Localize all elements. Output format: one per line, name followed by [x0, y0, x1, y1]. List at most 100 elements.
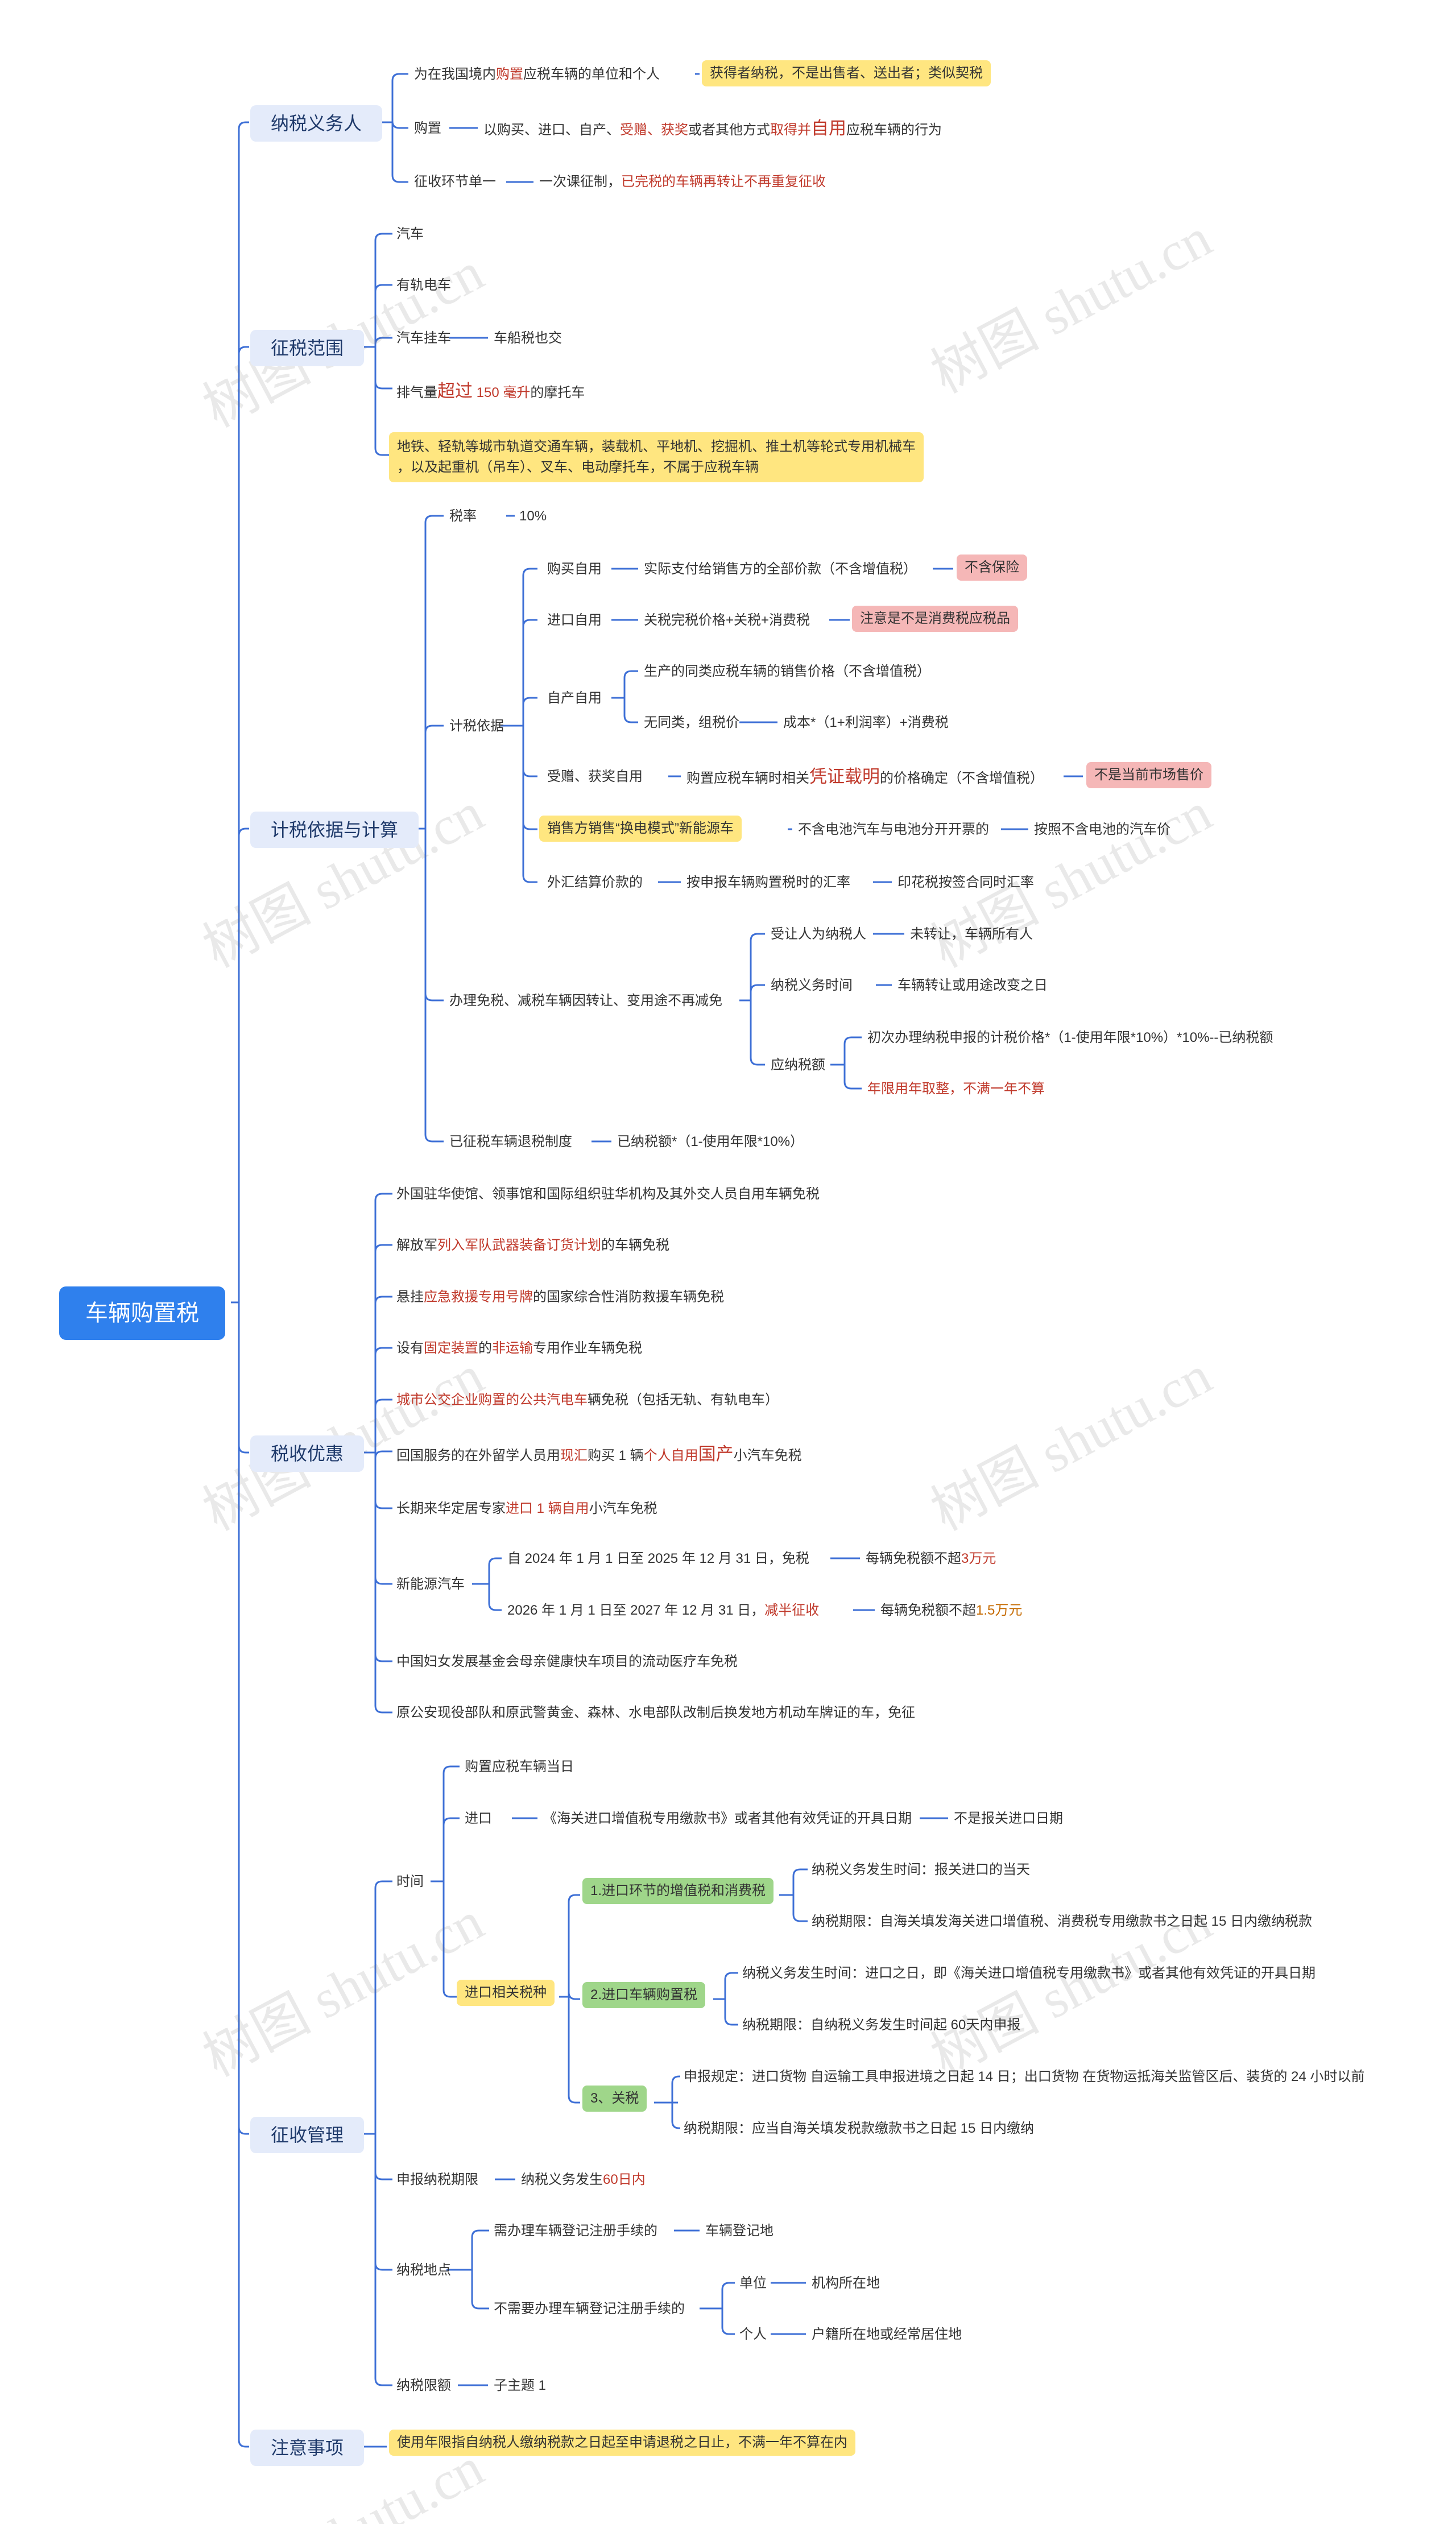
branch-notes[interactable]: 注意事项 [250, 2430, 365, 2466]
reduce-amount-note[interactable]: 年限用年取整，不满一年不算 [867, 1081, 1045, 1098]
single-collection[interactable]: 征收环节单一 [414, 173, 496, 191]
basis-gift[interactable]: 受赠、获奖自用 [547, 768, 643, 785]
basis-buy-note[interactable]: 不含保险 [957, 555, 1027, 581]
basis-ev-result[interactable]: 按照不含电池的汽车价 [1034, 821, 1170, 838]
place-unit[interactable]: 单位 [739, 2275, 767, 2292]
reduce-amount-formula[interactable]: 初次办理纳税申报的计税价格*（1-使用年限*10%）*10%--已纳税额 [867, 1029, 1273, 1046]
pref-nev-2024[interactable]: 自 2024 年 1 月 1 日至 2025 年 12 月 31 日，免税 [507, 1550, 809, 1567]
branch-administration[interactable]: 征收管理 [250, 2117, 365, 2153]
taxpayer-purchase[interactable]: 购置 [414, 120, 441, 137]
scope-motorcycle[interactable]: 排气量超过 150 毫升的摩托车 [396, 380, 585, 403]
pref-nev-2026[interactable]: 2026 年 1 月 1 日至 2027 年 12 月 31 日，减半征收 [507, 1602, 819, 1619]
node-text: 10% [519, 508, 547, 524]
import-duty-rule[interactable]: 申报规定：进口货物 自运输工具申报进境之日起 14 日；出口货物 在货物运抵海关… [684, 2068, 1364, 2086]
admin-time[interactable]: 时间 [396, 1873, 424, 1890]
taxpayer-definition[interactable]: 为在我国境内购置应税车辆的单位和个人 [414, 66, 660, 83]
basis-self-same[interactable]: 生产的同类应税车辆的销售价格（不含增值税） [644, 663, 930, 680]
import-vpt[interactable]: 2.进口车辆购置税 [582, 1982, 706, 2008]
import-vpt-time[interactable]: 纳税义务发生时间：进口之日，即《海关进口增值税专用缴款书》或者其他有效凭证的开具… [742, 1965, 1316, 1982]
reduce-taxpayer-value[interactable]: 未转让，车辆所有人 [910, 926, 1033, 943]
pref-nev-2024-cap[interactable]: 每辆免税额不超3万元 [866, 1550, 996, 1567]
notes-usage-years[interactable]: 使用年限指自纳税人缴纳税款之日起至申请退税之日止，不满一年不算在内 [389, 2430, 855, 2456]
pref-students[interactable]: 回国服务的在外留学人员用现汇购买 1 辆个人自用国产小汽车免税 [396, 1443, 802, 1466]
calc-refund-value[interactable]: 已纳税额*（1-使用年限*10%） [617, 1133, 804, 1151]
pref-embassy[interactable]: 外国驻华使馆、领事馆和国际组织驻华机构及其外交人员自用车辆免税 [396, 1186, 820, 1203]
purchase-definition[interactable]: 以购买、进口、自产、受赠、获奖或者其他方式取得并自用应税车辆的行为 [483, 118, 942, 140]
basis-import-desc[interactable]: 关税完税价格+关税+消费税 [644, 612, 810, 629]
basis-import-note[interactable]: 注意是不是消费税应税品 [852, 606, 1018, 632]
pref-nev-2026-cap[interactable]: 每辆免税额不超1.5万元 [880, 1602, 1022, 1619]
scope-tram[interactable]: 有轨电车 [396, 277, 451, 294]
branch-taxpayer[interactable]: 纳税义务人 [250, 105, 383, 142]
import-vpt-deadline[interactable]: 纳税期限：自纳税义务发生时间起 60天内申报 [742, 2017, 1020, 2034]
basis-fx-result[interactable]: 印花税按签合同时汇率 [897, 874, 1034, 891]
pref-special-vehicle[interactable]: 设有固定装置的非运输专用作业车辆免税 [396, 1340, 642, 1357]
place-registered[interactable]: 需办理车辆登记注册手续的 [494, 2223, 657, 2240]
admin-limit[interactable]: 纳税限额 [396, 2377, 451, 2394]
pref-army[interactable]: 解放军列入军队武器装备订货计划的车辆免税 [396, 1237, 669, 1254]
pref-medical[interactable]: 中国妇女发展基金会母亲健康快车项目的流动医疗车免税 [396, 1653, 738, 1670]
place-unregistered[interactable]: 不需要办理车辆登记注册手续的 [494, 2300, 685, 2318]
time-import-note[interactable]: 不是报关进口日期 [954, 1810, 1063, 1827]
place-unit-value[interactable]: 机构所在地 [812, 2275, 880, 2292]
place-person-value[interactable]: 户籍所在地或经常居住地 [812, 2326, 962, 2343]
basis-self-formula[interactable]: 成本*（1+利润率）+消费税 [783, 714, 949, 731]
basis-buy[interactable]: 购买自用 [547, 561, 602, 578]
basis-ev[interactable]: 销售方销售“换电模式”新能源车 [539, 816, 742, 842]
scope-trailer-note[interactable]: 车船税也交 [494, 330, 562, 347]
node-text: 纳税义务人 [271, 113, 362, 134]
reduce-amount[interactable]: 应纳税额 [771, 1057, 825, 1074]
branch-preferences[interactable]: 税收优惠 [250, 1435, 365, 1472]
root-topic[interactable]: 车辆购置税 [59, 1286, 225, 1340]
import-vat-deadline[interactable]: 纳税期限：自海关填发海关进口增值税、消费税专用缴款书之日起 15 日内缴纳税款 [812, 1913, 1312, 1930]
basis-buy-desc[interactable]: 实际支付给销售方的全部价款（不含增值税） [644, 561, 917, 578]
node-text: 现汇 [560, 1448, 588, 1463]
import-taxes[interactable]: 进口相关税种 [457, 1980, 555, 2006]
place-registered-value[interactable]: 车辆登记地 [705, 2223, 774, 2240]
branch-scope[interactable]: 征税范围 [250, 330, 365, 366]
scope-exclusions[interactable]: 地铁、轻轨等城市轨道交通车辆，装载机、平地机、挖掘机、推土机等轮式专用机械车，以… [389, 432, 924, 482]
admin-limit-value[interactable]: 子主题 1 [494, 2377, 546, 2394]
basis-ev-desc[interactable]: 不含电池汽车与电池分开开票的 [798, 821, 989, 838]
admin-deadline-value[interactable]: 纳税义务发生60日内 [521, 2171, 646, 2188]
admin-deadline[interactable]: 申报纳税期限 [396, 2171, 478, 2188]
time-import-desc[interactable]: 《海关进口增值税专用缴款书》或者其他有效凭证的开具日期 [543, 1810, 912, 1827]
calc-rate[interactable]: 税率 [449, 508, 477, 525]
reduce-time[interactable]: 纳税义务时间 [771, 977, 853, 994]
calc-reduce[interactable]: 办理免税、减税车辆因转让、变用途不再减免 [449, 992, 722, 1009]
pref-bus[interactable]: 城市公交企业购置的公共汽电车辆免税（包括无轨、有轨电车） [396, 1392, 779, 1409]
single-collection-desc[interactable]: 一次课征制，已完税的车辆再转让不再重复征收 [539, 173, 826, 191]
taxpayer-note[interactable]: 获得者纳税，不是出售者、送出者；类似契税 [702, 60, 991, 86]
basis-fx[interactable]: 外汇结算价款的 [547, 874, 643, 891]
node-text: 设有 [396, 1340, 424, 1356]
reduce-taxpayer[interactable]: 受让人为纳税人 [771, 926, 866, 943]
pref-rescue[interactable]: 悬挂应急救援专用号牌的国家综合性消防救援车辆免税 [396, 1289, 724, 1306]
import-vat[interactable]: 1.进口环节的增值税和消费税 [582, 1878, 774, 1904]
reduce-time-value[interactable]: 车辆转让或用途改变之日 [897, 977, 1048, 994]
calc-refund[interactable]: 已征税车辆退税制度 [449, 1133, 572, 1151]
basis-self[interactable]: 自产自用 [547, 690, 602, 707]
pref-experts[interactable]: 长期来华定居专家进口 1 辆自用小汽车免税 [396, 1500, 657, 1517]
node-text: 以购买、进口、自产、 [483, 122, 620, 138]
scope-trailer[interactable]: 汽车挂车 [396, 330, 451, 347]
import-duty-deadline[interactable]: 纳税期限：应当自海关填发税款缴款书之日起 15 日内缴纳 [684, 2120, 1034, 2137]
import-vat-time[interactable]: 纳税义务发生时间：报关进口的当天 [812, 1861, 1030, 1878]
node-text: 的摩托车 [530, 385, 585, 400]
basis-self-none[interactable]: 无同类，组税价 [644, 714, 739, 731]
branch-calc[interactable]: 计税依据与计算 [250, 812, 419, 848]
admin-place[interactable]: 纳税地点 [396, 2262, 451, 2279]
calc-basis[interactable]: 计税依据 [449, 718, 504, 735]
basis-gift-note[interactable]: 不是当前市场售价 [1086, 762, 1211, 788]
basis-gift-desc[interactable]: 购置应税车辆时相关凭证载明的价格确定（不含增值税） [686, 766, 1044, 788]
pref-nev[interactable]: 新能源汽车 [396, 1576, 465, 1593]
scope-car[interactable]: 汽车 [396, 226, 424, 243]
import-duty[interactable]: 3、关税 [582, 2086, 647, 2112]
basis-fx-desc[interactable]: 按申报车辆购置税时的汇率 [686, 874, 850, 891]
pref-police[interactable]: 原公安现役部队和原武警黄金、森林、水电部队改制后换发地方机动车牌证的车，免征 [396, 1704, 915, 1722]
basis-import[interactable]: 进口自用 [547, 612, 602, 629]
calc-rate-value[interactable]: 10% [519, 508, 547, 525]
place-person[interactable]: 个人 [739, 2326, 767, 2343]
time-purchase-day[interactable]: 购置应税车辆当日 [465, 1758, 574, 1776]
time-import[interactable]: 进口 [465, 1810, 492, 1827]
connector [391, 121, 408, 129]
